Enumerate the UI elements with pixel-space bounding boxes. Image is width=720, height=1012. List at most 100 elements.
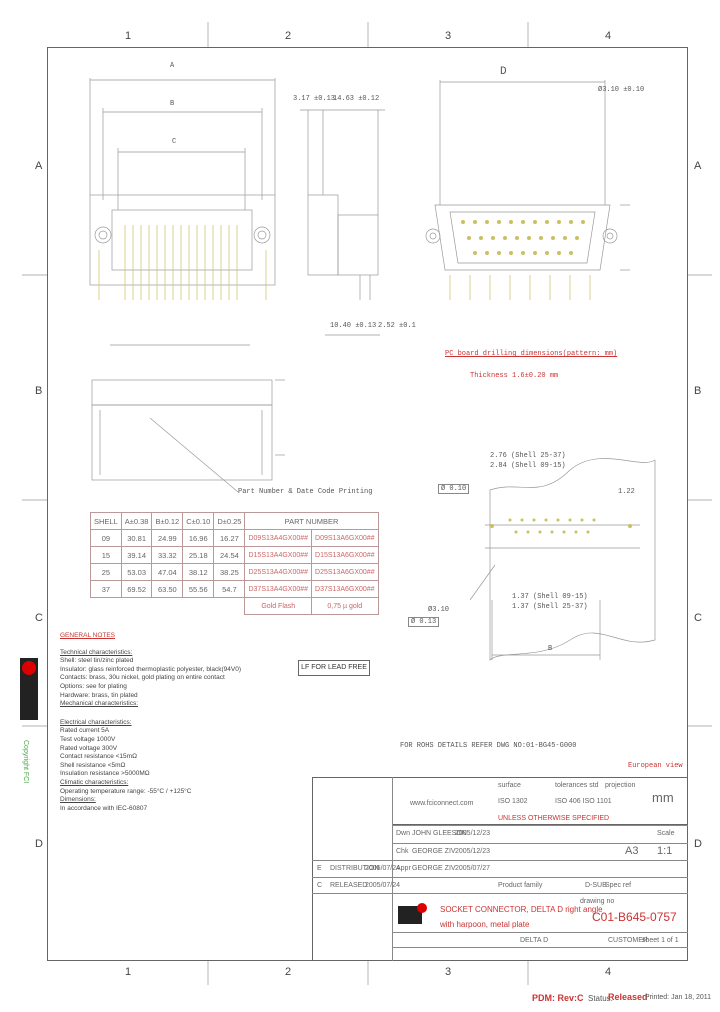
zone-bottom-3: 3: [445, 966, 452, 978]
tb-chk: Chk: [396, 848, 409, 855]
note-line: Test voltage 1000V: [60, 735, 116, 743]
note-line: Mechanical characteristics:: [60, 700, 139, 708]
cell: D15S13A6GX00##: [311, 546, 379, 564]
fci-logo-icon: [20, 658, 38, 720]
tb-rule: [312, 877, 688, 878]
cell: 53.03: [120, 563, 153, 581]
zone-right-a: A: [694, 160, 702, 172]
tb-rev1-date: 2005/07/24: [365, 865, 401, 872]
cell: 15: [90, 546, 122, 564]
tb-rev1-desc: DISTRIBUTION: [330, 865, 380, 872]
tb-proj: projection: [605, 782, 636, 789]
tb-drawing-label: drawing no: [580, 898, 615, 905]
tb-rule: [392, 947, 688, 948]
dim-d9: 1.37 (Shell 25-37): [512, 603, 588, 611]
zone-left-d: D: [35, 838, 43, 850]
tb-rule: [392, 843, 688, 844]
footer-status: Status:: [588, 994, 613, 1003]
dim-d5: 2.52 ±0.1: [378, 322, 416, 330]
note-line: Electrical characteristics:: [60, 718, 132, 726]
tb-chk-by: GEORGE ZIV: [412, 848, 456, 855]
cell: 38.25: [213, 563, 246, 581]
cell: 09: [90, 529, 122, 547]
cell: D09S13A4GX00##: [244, 529, 313, 547]
cell: 63.50: [151, 580, 184, 598]
zone-left-a: A: [35, 160, 43, 172]
tb-size: A3: [625, 845, 639, 857]
dim-b: B: [170, 100, 175, 108]
tb-fci-logo: [398, 900, 428, 928]
th-d: D±0.25: [213, 512, 246, 530]
note-line: Technical characteristics:: [60, 648, 133, 656]
tb-tol: tolerances std: [555, 782, 599, 789]
zone-right-d: D: [694, 838, 702, 850]
cell: 55.56: [182, 580, 215, 598]
cell: D37S13A6GX00##: [311, 580, 379, 598]
dim-d: D: [500, 66, 507, 78]
tb-surface: surface: [498, 782, 521, 789]
tb-rule: [392, 825, 688, 826]
zone-top-1: 1: [125, 30, 132, 42]
dim-d11: Ø 0.10: [438, 484, 470, 494]
tb-drawn: Dwn: [396, 830, 411, 837]
cell: 33.32: [151, 546, 184, 564]
th-c: C±0.10: [182, 512, 215, 530]
tb-customer: CUSTOMER: [608, 937, 648, 944]
zone-bottom-2: 2: [285, 966, 292, 978]
tb-chk-date: 2005/12/23: [455, 848, 491, 855]
tb-unit: mm: [652, 790, 674, 805]
leadfree-box: LF FOR LEAD FREE: [298, 660, 370, 676]
footer-pdm: PDM: Rev:C: [532, 993, 584, 1003]
tb-appr-date: 2005/07/27: [455, 865, 491, 872]
dim-d8: 1.37 (Shell 09-15): [512, 593, 588, 601]
tb-rev2: C: [317, 882, 323, 889]
tb-scale-val: 1:1: [657, 845, 673, 857]
tb-fci-logo-icon: [398, 903, 427, 924]
cell: D37S13A4GX00##: [244, 580, 313, 598]
cell: 69.52: [120, 580, 153, 598]
cell: 39.14: [120, 546, 153, 564]
cell: D15S13A4GX00##: [244, 546, 313, 564]
tb-spec: Spec ref: [605, 882, 632, 889]
tb-iso1: ISO 1302: [498, 798, 528, 805]
tb-sheet: sheet 1 of 1: [642, 937, 679, 944]
note-line: Dimensions:: [60, 796, 96, 804]
cell: 54.7: [213, 580, 246, 598]
tb-rule: [392, 777, 393, 961]
dim-b-pcb: B: [548, 645, 553, 653]
cell: 30.81: [120, 529, 153, 547]
dim-pitch2: 2.84 (Shell 09-15): [490, 462, 566, 470]
th-part: PART NUMBER: [244, 512, 379, 530]
rohs-note: FOR ROHS DETAILS REFER DWG NO:01-BG45-G0…: [400, 742, 577, 750]
note-line: Contacts: brass, 30u nickel, gold platin…: [60, 674, 225, 682]
note-line: In accordance with IEC-60807: [60, 804, 148, 812]
partnum-label: Part Number & Date Code Printing: [238, 488, 373, 496]
copyright-vertical: Copyright FCI: [22, 740, 29, 784]
zone-top-4: 4: [605, 30, 612, 42]
dim-d12: Ø 0.13: [408, 617, 440, 627]
gold-value: 0,75 µ gold: [311, 597, 379, 615]
cell: 37: [90, 580, 122, 598]
tb-appr-by: GEORGE ZIV: [412, 865, 456, 872]
dim-d7: 1.22: [618, 488, 635, 496]
zone-top-3: 3: [445, 30, 452, 42]
zone-top-2: 2: [285, 30, 292, 42]
gold-flash: Gold Flash: [244, 597, 313, 615]
tb-rev1: E: [317, 865, 322, 872]
tb-title2: with harpoon, metal plate: [440, 920, 530, 929]
tb-drawn-by: JOHN GLEESON: [412, 830, 467, 837]
th-b: B±0.12: [151, 512, 184, 530]
shell-table: SHELL A±0.38 B±0.12 C±0.10 D±0.25 PART N…: [90, 512, 379, 615]
notes-title: GENERAL NOTES: [60, 632, 116, 639]
cell: 38.12: [182, 563, 215, 581]
footer-released: Released: [608, 992, 648, 1002]
cell: 16.96: [182, 529, 215, 547]
tb-tolnote: UNLESS OTHERWISE SPECIFIED: [498, 815, 610, 822]
tb-prod: Product family: [498, 882, 543, 889]
notes-block: GENERAL NOTES Technical characteristics:…: [60, 632, 280, 813]
note-line: Operating temperature range: -55°C / +12…: [60, 787, 192, 795]
